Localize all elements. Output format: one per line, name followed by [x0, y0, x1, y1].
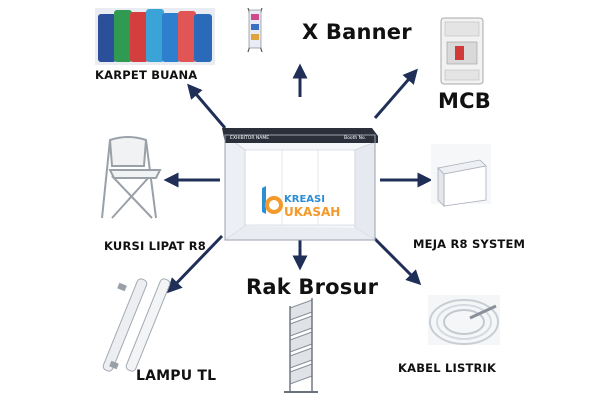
lamp-tl-image — [102, 278, 171, 372]
arrows — [163, 63, 433, 294]
arrow-to-lampu — [166, 234, 224, 294]
booth-illustration — [222, 128, 378, 241]
booth-header-left: EXHIBITOR NAME — [230, 135, 269, 141]
logo-text-top: KREASI — [284, 194, 325, 205]
brochure-rack-image — [284, 298, 318, 393]
chair-image — [101, 136, 162, 219]
label-kabel-listrik: KABEL LISTRIK — [398, 361, 497, 375]
table-image — [431, 144, 491, 207]
logo-text-bottom: UKASAH — [284, 205, 340, 219]
booth-header-right: Booth No. — [344, 135, 366, 141]
arrow-to-mcb — [373, 68, 418, 119]
label-meja-r8: MEJA R8 SYSTEM — [413, 237, 526, 251]
mcb-image — [440, 17, 484, 85]
arrow-to-kabel — [370, 234, 422, 286]
x-banner-image — [247, 7, 263, 53]
label-kursi-lipat: KURSI LIPAT R8 — [104, 239, 206, 253]
arrow-to-karpet — [187, 83, 227, 129]
label-mcb: MCB — [438, 89, 491, 113]
label-karpet-buana: KARPET BUANA — [95, 68, 198, 82]
kreasi-ukasah-logo — [262, 186, 283, 214]
label-lampu-tl: LAMPU TL — [136, 368, 217, 384]
label-x-banner: X Banner — [302, 20, 412, 44]
label-rak-brosur: Rak Brosur — [246, 275, 379, 299]
cable-image — [428, 295, 500, 345]
karpet-image — [95, 8, 215, 65]
